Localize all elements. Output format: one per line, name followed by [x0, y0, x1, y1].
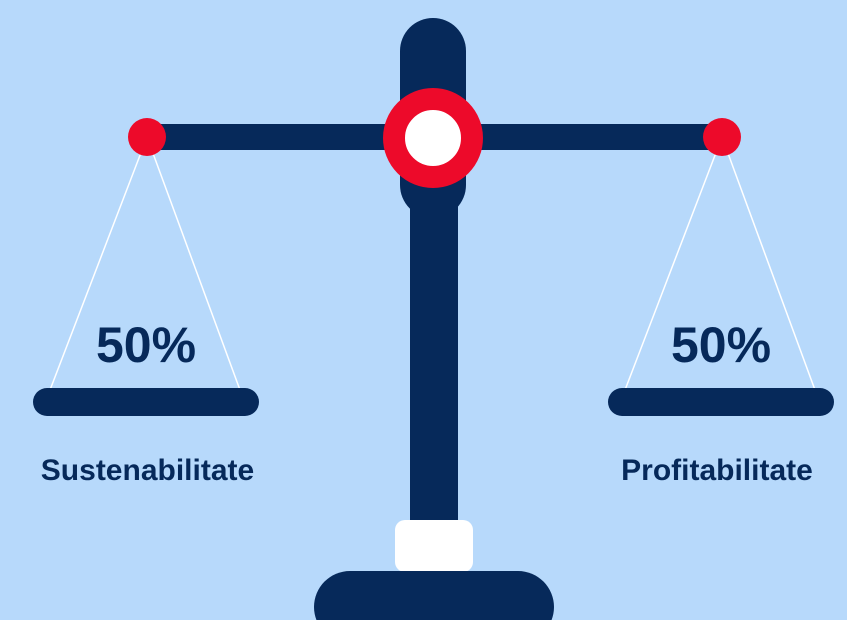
right-label: Profitabilitate [621, 454, 813, 487]
left-percent: 50% [95, 317, 197, 373]
left-beam-end-dot [128, 118, 166, 156]
left-pan-string-outer [49, 136, 148, 391]
right-pan-string-outer [624, 136, 723, 391]
right-pan [608, 388, 834, 416]
left-pan-string-inner [146, 136, 241, 391]
right-percent: 50% [670, 317, 772, 373]
pivot-ring [383, 88, 483, 188]
scale-collar [395, 520, 473, 572]
left-pan [33, 388, 259, 416]
right-beam-end-dot [703, 118, 741, 156]
left-label: Sustenabilitate [40, 454, 255, 487]
scale-post [410, 150, 458, 530]
right-pan-string-inner [721, 136, 816, 391]
scale-base [314, 571, 554, 620]
